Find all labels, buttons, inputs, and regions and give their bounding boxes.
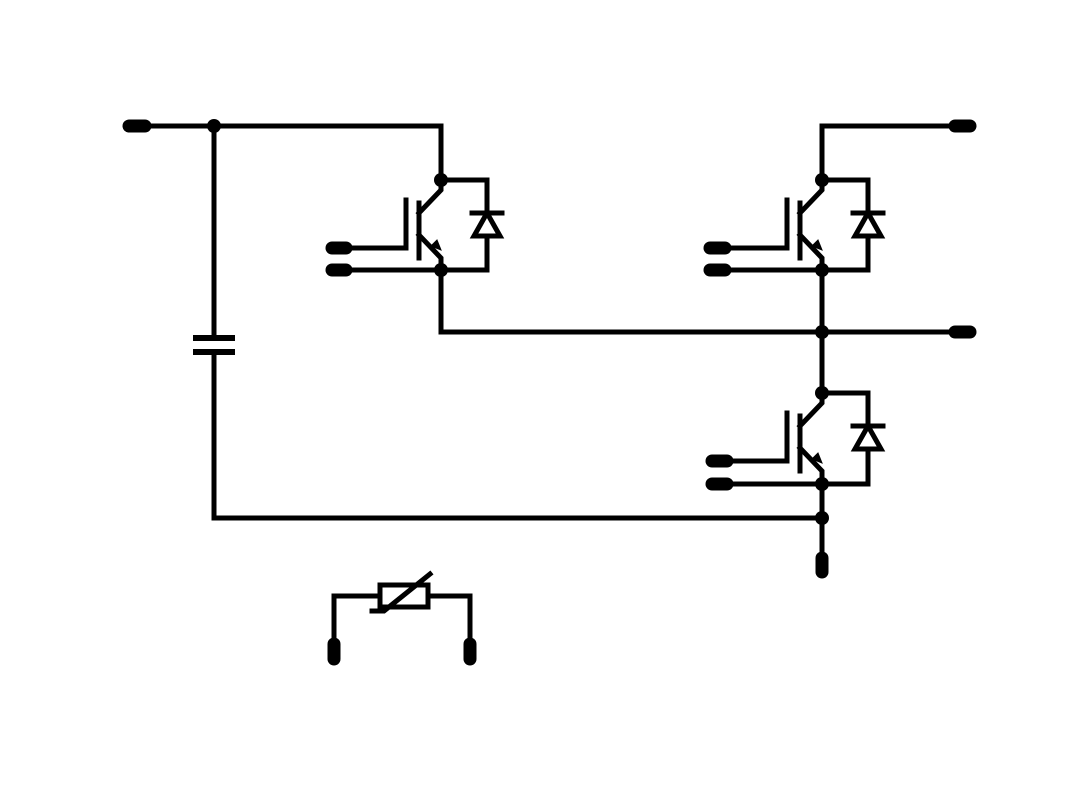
junction-dot: [815, 263, 829, 277]
thermistor: [331, 570, 473, 653]
wires: [135, 123, 965, 569]
junction-dot: [434, 173, 448, 187]
junction-dot: [815, 325, 829, 339]
igbt-q1: [333, 177, 505, 273]
igbt-q2: [714, 177, 886, 273]
wire-q2-collector-out: [819, 123, 965, 183]
junction-dot: [815, 386, 829, 400]
junction-dot: [434, 263, 448, 277]
igbt-q3: [714, 390, 886, 487]
wire-dc-plus-rail: [135, 123, 444, 183]
diode-icon: [850, 420, 886, 452]
wire-q1-to-phase: [438, 267, 965, 335]
junction-dot: [815, 173, 829, 187]
wire-dc-minus-rail: [211, 349, 825, 521]
junction-dot: [815, 511, 829, 525]
capacitor: [193, 335, 235, 355]
junction-dots: [207, 119, 829, 525]
junction-dot: [207, 119, 221, 133]
diode-icon: [850, 207, 886, 239]
terminals: [122, 119, 977, 666]
diode-icon: [469, 207, 505, 239]
junction-dot: [815, 477, 829, 491]
